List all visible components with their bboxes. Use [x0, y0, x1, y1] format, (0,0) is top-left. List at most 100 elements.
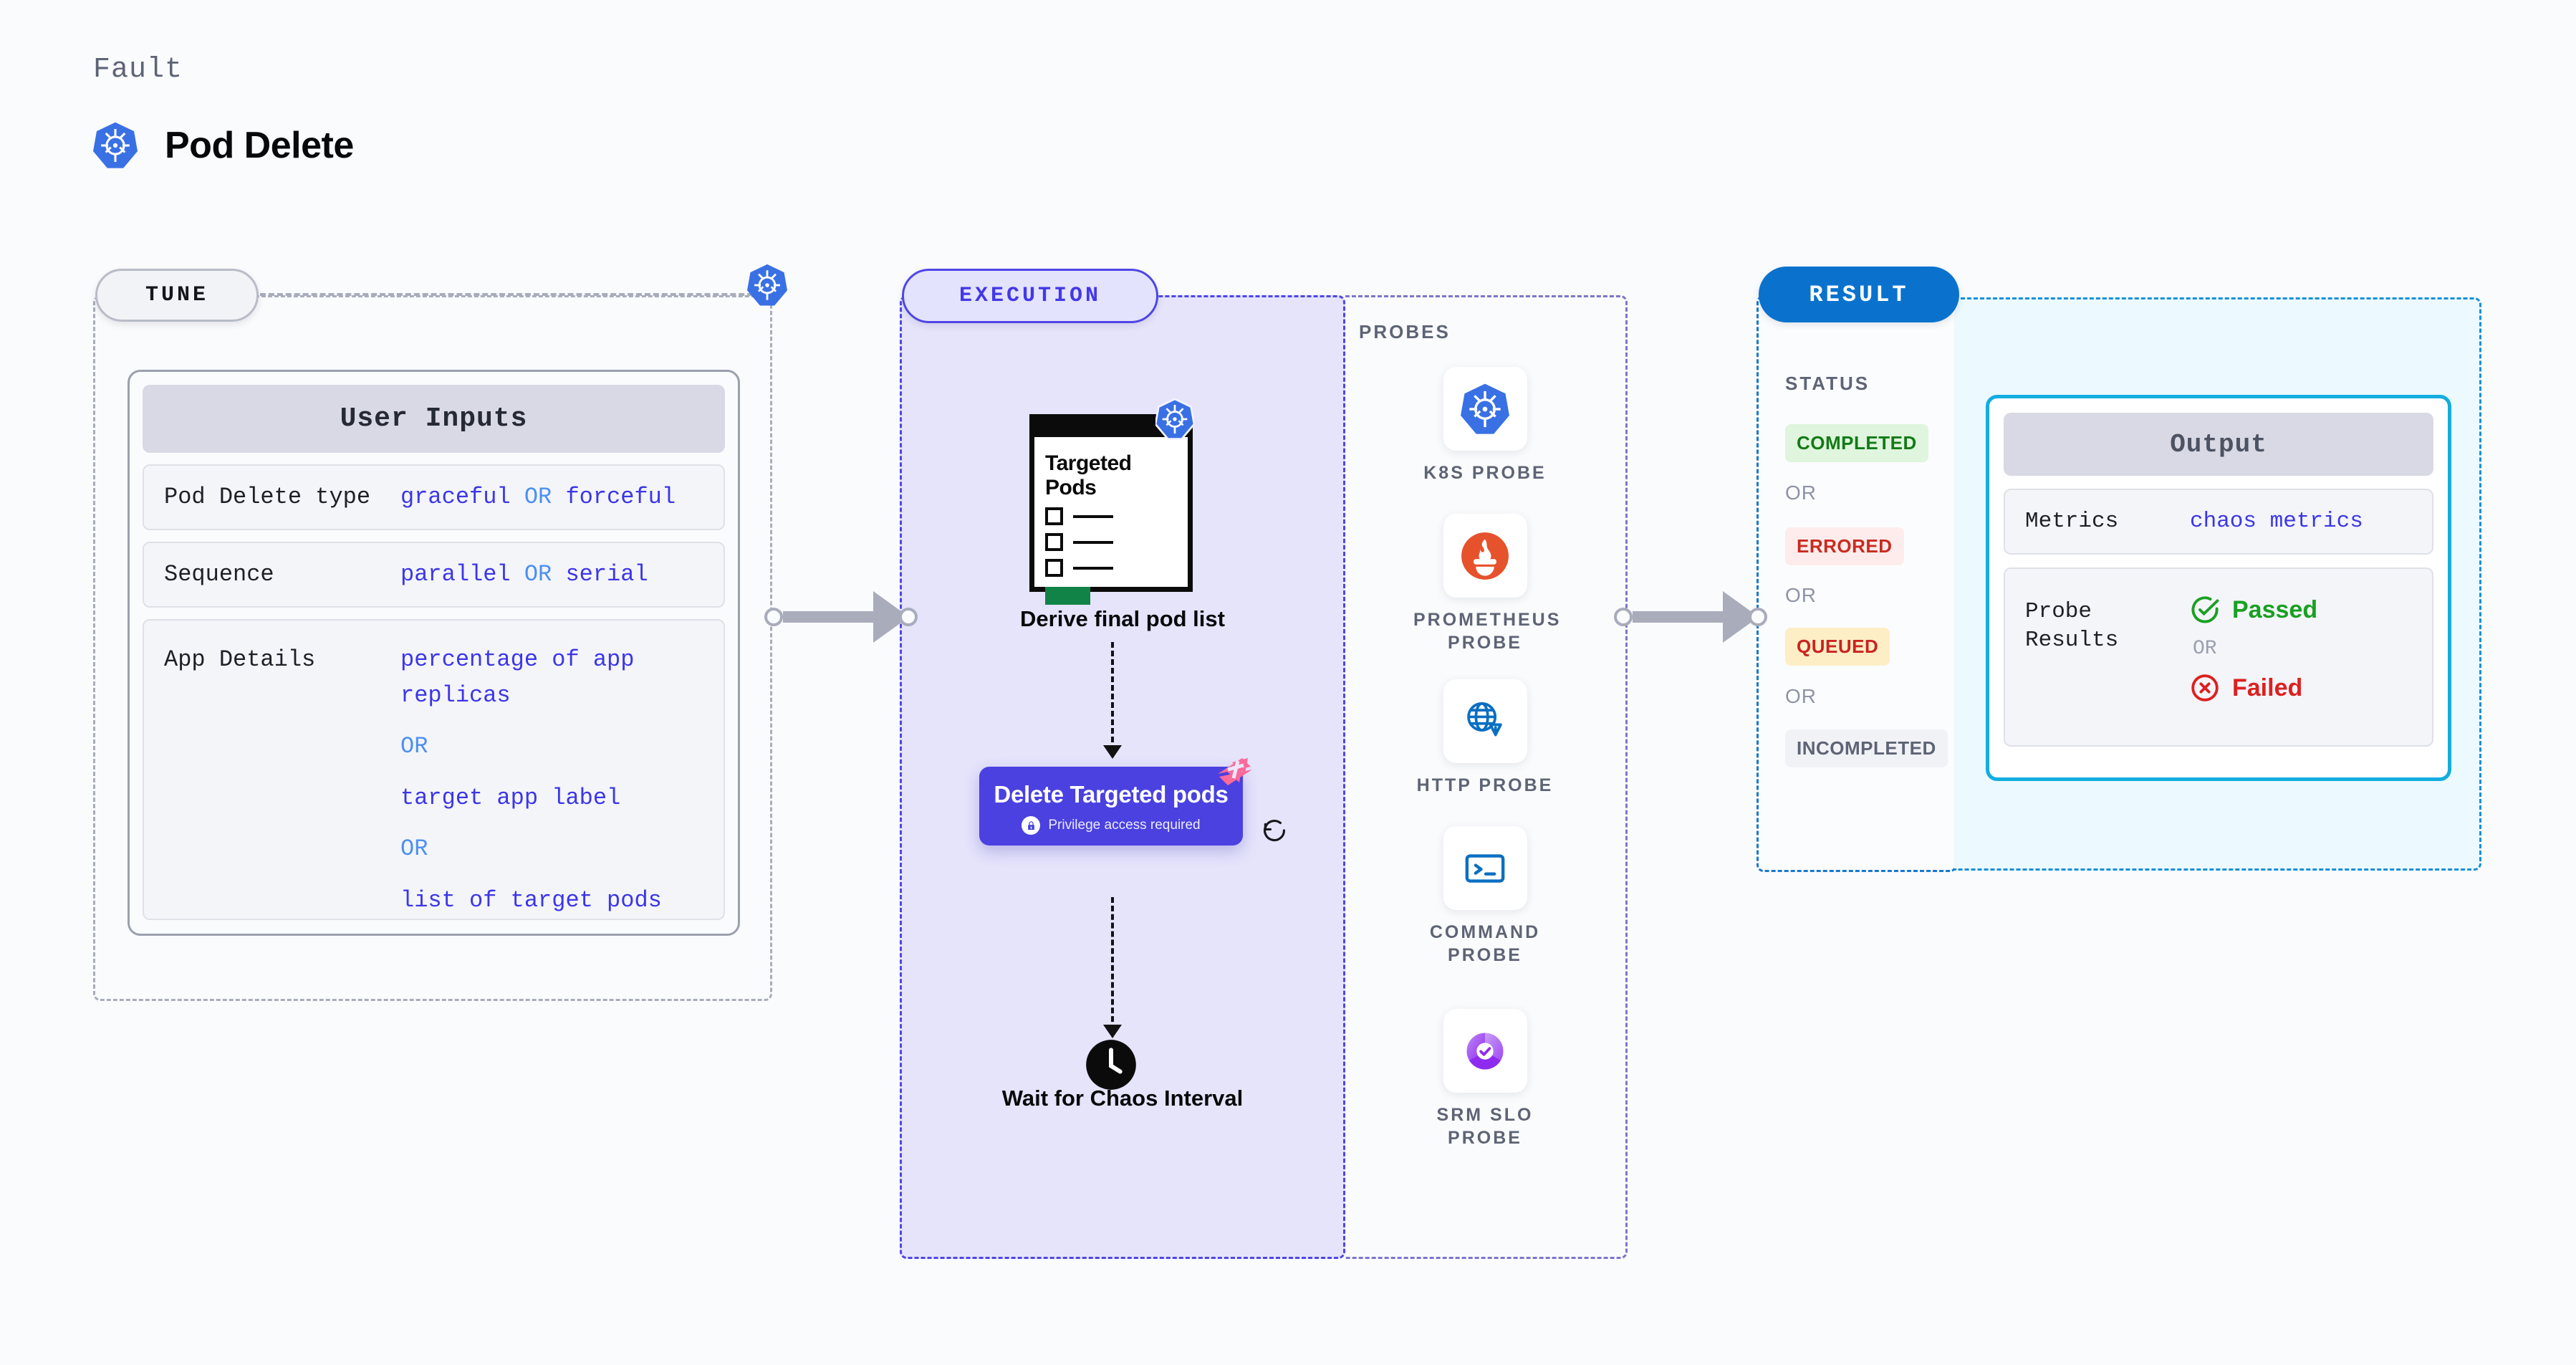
- user-inputs-title: User Inputs: [143, 385, 725, 453]
- tab-result[interactable]: RESULT: [1759, 267, 1959, 322]
- or-separator: OR: [2193, 638, 2217, 660]
- app-details-label: App Details: [164, 646, 316, 673]
- lock-icon: [1022, 816, 1041, 835]
- table-row: Metrics chaos metrics: [2004, 489, 2433, 555]
- arrow-down-icon: [1103, 745, 1122, 759]
- kubernetes-icon: [1154, 398, 1196, 444]
- flow-line: [1111, 897, 1114, 1030]
- list-item: [1045, 559, 1183, 578]
- tune-connector-line: [260, 293, 770, 296]
- sequence-value: parallel OR serial: [400, 557, 648, 593]
- checkbox-icon: [1045, 559, 1063, 578]
- probe-item-command[interactable]: COMMAND PROBE: [1413, 826, 1557, 967]
- derive-final-pod-list-label: Derive final pod list: [1020, 606, 1225, 631]
- checkbox-icon: [1045, 533, 1063, 552]
- list-line: [1073, 540, 1113, 544]
- pod-delete-type-label: Pod Delete type: [164, 484, 371, 511]
- targeted-pods-body: Targeted Pods: [1045, 451, 1183, 605]
- probe-label: PROMETHEUS PROBE: [1413, 610, 1562, 653]
- table-row: Sequence parallel OR serial: [143, 542, 725, 608]
- probe-result-passed: Passed: [2190, 595, 2317, 625]
- arrow-down-icon: [1103, 1025, 1122, 1038]
- fault-label: Fault: [93, 54, 183, 86]
- page-title: Pod Delete: [165, 125, 354, 166]
- probe-label: SRM SLO PROBE: [1436, 1105, 1534, 1148]
- probe-results-value: Passed OR Failed: [2190, 595, 2317, 703]
- status-bar: [1045, 587, 1090, 605]
- or-separator: OR: [1785, 685, 1817, 707]
- list-line: [1073, 514, 1113, 518]
- metrics-label: Metrics: [2025, 508, 2119, 534]
- sequence-label: Sequence: [164, 561, 274, 588]
- kubernetes-icon: [1443, 367, 1527, 451]
- probe-results-label: Probe Results: [2025, 599, 2119, 653]
- retry-icon: [1261, 817, 1288, 848]
- value-graceful: graceful: [400, 484, 511, 511]
- srm-slo-icon: [1443, 1009, 1527, 1093]
- connector-execution-to-result: [1614, 591, 1767, 643]
- option-percentage-replicas: percentage of app replicas: [400, 646, 635, 709]
- result-zone: [1756, 295, 1957, 872]
- option-list-target-pods: list of target pods: [400, 886, 662, 914]
- connector-dot: [1749, 608, 1767, 626]
- delete-node-title: Delete Targeted pods: [994, 780, 1229, 808]
- table-row: Pod Delete type graceful OR forceful: [143, 464, 725, 530]
- list-item: [1045, 533, 1183, 552]
- probe-label: HTTP PROBE: [1416, 775, 1554, 795]
- value-forceful: forceful: [565, 484, 676, 511]
- tab-execution[interactable]: EXECUTION: [902, 269, 1158, 323]
- x-circle-icon: [2191, 674, 2219, 701]
- delete-targeted-pods-node[interactable]: Delete Targeted pods Privilege access re…: [979, 767, 1243, 846]
- or-separator: OR: [524, 484, 552, 511]
- passed-label: Passed: [2232, 595, 2318, 623]
- tab-tune[interactable]: TUNE: [95, 269, 259, 322]
- value-serial: serial: [565, 561, 648, 588]
- probe-item-http[interactable]: HTTP PROBE: [1413, 679, 1557, 797]
- status-badge-incompleted: INCOMPLETED: [1785, 729, 1948, 767]
- checkbox-icon: [1045, 507, 1063, 526]
- or-separator: OR: [1785, 482, 1817, 504]
- or-separator: OR: [1785, 584, 1817, 606]
- flow-line: [1111, 642, 1114, 751]
- connector-dot: [1614, 608, 1633, 626]
- option-target-app-label: target app label: [400, 784, 621, 811]
- probe-item-prometheus[interactable]: PROMETHEUS PROBE: [1413, 514, 1562, 654]
- probes-zone: [1345, 295, 1628, 1259]
- list-item: [1045, 507, 1183, 526]
- prometheus-icon: [1443, 514, 1527, 598]
- targeted-pods-title: Targeted Pods: [1045, 451, 1132, 499]
- pod-delete-type-value: graceful OR forceful: [400, 479, 676, 515]
- table-row: App Details percentage of app replicas O…: [143, 619, 725, 920]
- status-badge-errored: ERRORED: [1785, 527, 1904, 565]
- user-inputs-card: User Inputs Pod Delete type graceful OR …: [128, 370, 740, 936]
- check-circle-icon: [2191, 596, 2219, 623]
- privilege-text: Privilege access required: [1048, 818, 1201, 833]
- privilege-note: Privilege access required: [1022, 816, 1201, 835]
- probe-item-k8s[interactable]: K8S PROBE: [1413, 367, 1557, 484]
- list-line: [1073, 566, 1113, 570]
- connector-dot: [899, 608, 918, 626]
- connector-tune-to-execution: [764, 591, 918, 643]
- connector-bar: [1633, 611, 1724, 623]
- output-title: Output: [2004, 413, 2433, 476]
- clock-icon: [1084, 1038, 1138, 1096]
- status-label: STATUS: [1785, 373, 1870, 394]
- probe-item-srm-slo[interactable]: SRM SLO PROBE: [1413, 1009, 1557, 1149]
- terminal-icon: [1443, 826, 1527, 910]
- failed-label: Failed: [2232, 674, 2303, 701]
- metrics-value: chaos metrics: [2190, 508, 2363, 534]
- tune-zone: [93, 295, 772, 1001]
- kubernetes-icon: [93, 122, 138, 169]
- kubernetes-icon: [747, 264, 787, 310]
- or-separator: OR: [524, 561, 552, 588]
- fault-title-row: Pod Delete: [93, 122, 354, 169]
- probe-label: COMMAND PROBE: [1429, 922, 1541, 965]
- or-separator: OR: [400, 835, 428, 863]
- or-separator: OR: [400, 733, 428, 760]
- app-details-value: percentage of app replicas OR target app…: [400, 642, 703, 919]
- table-row: Probe Results Passed OR Failed: [2004, 567, 2433, 747]
- status-badge-queued: QUEUED: [1785, 628, 1890, 666]
- probe-label: K8S PROBE: [1423, 463, 1547, 483]
- wait-for-chaos-interval-label: Wait for Chaos Interval: [1001, 1086, 1244, 1111]
- probe-result-failed: Failed: [2190, 673, 2317, 703]
